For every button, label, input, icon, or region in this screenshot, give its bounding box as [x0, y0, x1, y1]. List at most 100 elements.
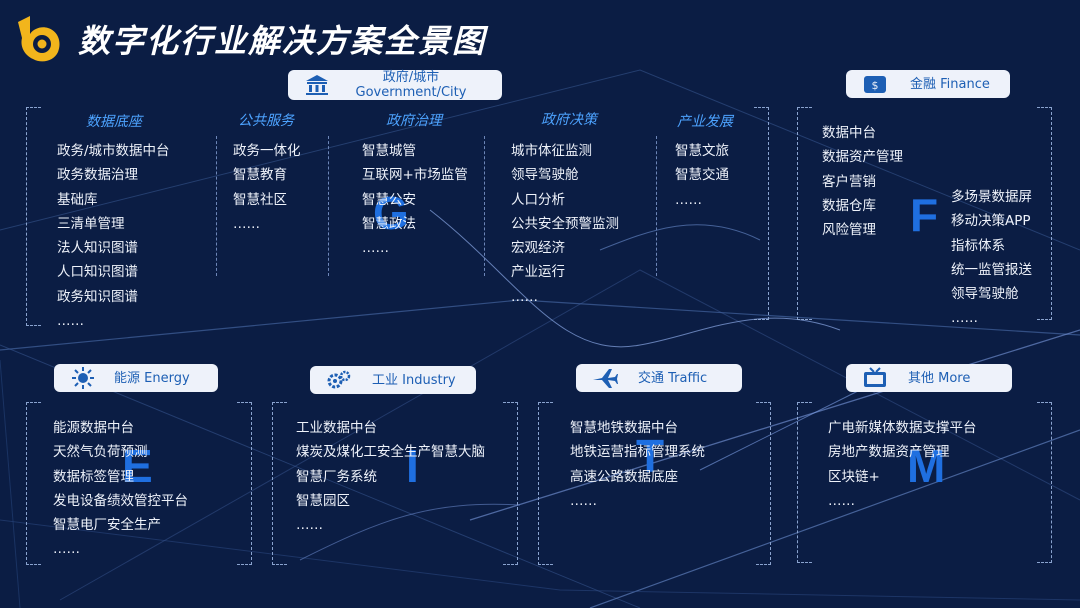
traffic-list: 智慧地铁数据中台 地铁运营指标管理系统 高速公路数据底座 …… [570, 416, 705, 513]
list-item: 政务数据治理 [57, 167, 138, 184]
list-item: 多场景数据屏 [951, 189, 1032, 205]
list-item: 智慧园区 [296, 492, 350, 509]
more-header-pill: 其他 More [846, 364, 1012, 392]
list-item: …… [233, 215, 260, 232]
list-item: 三清单管理 [57, 215, 125, 232]
government-building-icon [306, 75, 328, 95]
finance-list-main: 数据中台 数据资产管理 客户营销 数据仓库 风险管理 [822, 121, 903, 242]
list-item: …… [951, 310, 978, 327]
more-frame-right [1037, 402, 1052, 563]
list-item: 指标体系 [951, 237, 1005, 254]
traffic-header-pill: 交通 Traffic [576, 364, 742, 392]
gov-col-title: 政府治理 [386, 113, 442, 129]
list-item: 数据仓库 [822, 197, 876, 214]
list-item: …… [828, 492, 855, 509]
gov-col-list: 城市体征监测 领导驾驶舱 人口分析 公共安全预警监测 宏观经济 产业运行 …… [511, 139, 619, 309]
finance-header-label: 金融 Finance [910, 76, 990, 92]
list-item: 领导驾驶舱 [511, 167, 579, 184]
more-frame-left [797, 402, 812, 563]
list-item: …… [675, 191, 702, 208]
list-item: 能源数据中台 [53, 420, 134, 436]
list-item: …… [53, 541, 80, 558]
list-item: …… [57, 313, 84, 330]
list-item: 人口知识图谱 [57, 264, 138, 281]
gov-header-label-en: Government/City [355, 85, 467, 100]
energy-frame-right [237, 402, 252, 565]
list-item: 智慧教育 [233, 167, 287, 184]
gov-col-list: 政务一体化 智慧教育 智慧社区 …… [233, 139, 301, 236]
industry-list: 工业数据中台 煤炭及煤化工安全生产智慧大脑 智慧厂务系统 智慧园区 …… [296, 416, 485, 537]
list-item: 数据中台 [822, 125, 876, 141]
gov-col-title: 公共服务 [238, 113, 294, 129]
list-item: 统一监管报送 [951, 261, 1032, 278]
list-item: 领导驾驶舱 [951, 286, 1019, 303]
gov-divider [656, 136, 657, 276]
svg-text:$: $ [872, 79, 879, 92]
section-letter-m: M [907, 440, 946, 492]
list-item: 广电新媒体数据支撑平台 [828, 420, 977, 436]
list-item: …… [511, 288, 538, 305]
list-item: 数据标签管理 [53, 468, 134, 485]
list-item: 互联网+市场监管 [362, 167, 468, 184]
gov-col-list: 政务/城市数据中台 政务数据治理 基础库 三清单管理 法人知识图谱 人口知识图谱… [57, 139, 170, 333]
gov-header-label: 政府/城市 [382, 70, 440, 85]
list-item: 智慧电厂安全生产 [53, 517, 161, 534]
section-letter-f: F [910, 189, 939, 241]
list-item: 智慧城管 [362, 143, 416, 159]
list-item: 公共安全预警监测 [511, 215, 619, 232]
list-item: 地铁运营指标管理系统 [570, 444, 705, 461]
gov-divider [216, 136, 217, 276]
list-item: 客户营销 [822, 173, 876, 190]
list-item: 人口分析 [511, 191, 565, 208]
finance-header-pill: $ 金融 Finance [846, 70, 1010, 98]
gov-frame-right [754, 107, 769, 320]
gov-divider [328, 136, 329, 276]
traffic-frame-left [538, 402, 553, 565]
energy-header-pill: 能源 Energy [54, 364, 218, 392]
list-item: 政务知识图谱 [57, 288, 138, 305]
traffic-header-label: 交通 Traffic [638, 370, 708, 386]
gov-col-list: 智慧文旅 智慧交通 …… [675, 139, 729, 212]
list-item: 政务/城市数据中台 [57, 143, 170, 159]
list-item: 智慧地铁数据中台 [570, 420, 678, 436]
list-item: 天然气负荷预测 [53, 444, 148, 461]
list-item: …… [362, 240, 389, 257]
list-item: 工业数据中台 [296, 420, 377, 436]
industry-frame-left [272, 402, 287, 565]
gears-icon [327, 370, 351, 389]
page-title: 数字化行业解决方案全景图 [78, 22, 487, 60]
more-list: 广电新媒体数据支撑平台 房地产数据资产管理 区块链+ …… [828, 416, 977, 513]
list-item: 高速公路数据底座 [570, 468, 678, 485]
gov-frame-left [26, 107, 41, 326]
energy-list: 能源数据中台 天然气负荷预测 数据标签管理 发电设备绩效管控平台 智慧电厂安全生… [53, 416, 188, 562]
list-item: 煤炭及煤化工安全生产智慧大脑 [296, 444, 485, 461]
list-item: 智慧交通 [675, 167, 729, 184]
list-item: 智慧厂务系统 [296, 468, 377, 485]
money-bag-icon: $ [864, 76, 886, 93]
list-item: 政务一体化 [233, 143, 301, 159]
list-item: 产业运行 [511, 264, 565, 281]
list-item: 宏观经济 [511, 240, 565, 257]
finance-list-side: 多场景数据屏 移动决策APP 指标体系 统一监管报送 领导驾驶舱 …… [951, 185, 1032, 331]
list-item: 风险管理 [822, 222, 876, 239]
finance-frame-right [1037, 107, 1052, 320]
gov-col-title: 政府决策 [541, 112, 597, 128]
list-item: 房地产数据资产管理 [828, 444, 950, 461]
gov-divider [484, 136, 485, 276]
sun-icon [72, 367, 94, 389]
gov-col-list: 智慧城管 互联网+市场监管 智慧公安 智慧政法 …… [362, 139, 468, 260]
list-item: 智慧文旅 [675, 143, 729, 159]
gov-col-title: 数据底座 [86, 114, 142, 130]
industry-frame-right [503, 402, 518, 565]
list-item: 城市体征监测 [511, 143, 592, 159]
section-letter-g: G [373, 187, 409, 239]
industry-header-pill: 工业 Industry [310, 366, 476, 394]
traffic-frame-right [756, 402, 771, 565]
energy-frame-left [26, 402, 41, 565]
section-letter-i: I [406, 440, 419, 492]
tv-icon [864, 367, 886, 387]
list-item: 法人知识图谱 [57, 240, 138, 257]
list-item: …… [296, 517, 323, 534]
list-item: 数据资产管理 [822, 149, 903, 166]
list-item: 移动决策APP [951, 213, 1031, 230]
